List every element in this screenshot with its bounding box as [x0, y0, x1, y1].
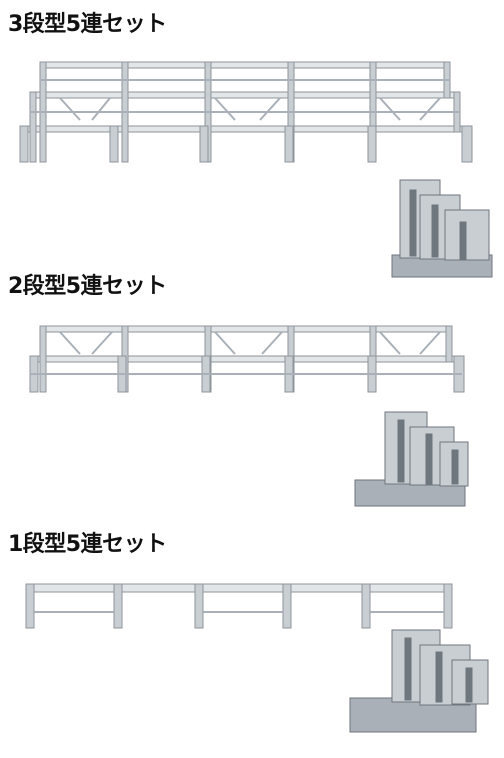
section-3-tier: 3段型5連セット: [0, 0, 504, 278]
stage-illustration-2-tier: [29, 325, 469, 507]
stage-illustration-3-tier: [19, 61, 493, 278]
section-title: 2段型5連セット: [8, 274, 167, 299]
section-title: 3段型5連セット: [8, 12, 167, 37]
section-title: 1段型5連セット: [8, 532, 167, 557]
stage-illustration-1-tier: [25, 583, 489, 733]
section-2-tier: 2段型5連セット: [0, 262, 504, 522]
section-1-tier: 1段型5連セット: [0, 520, 504, 758]
